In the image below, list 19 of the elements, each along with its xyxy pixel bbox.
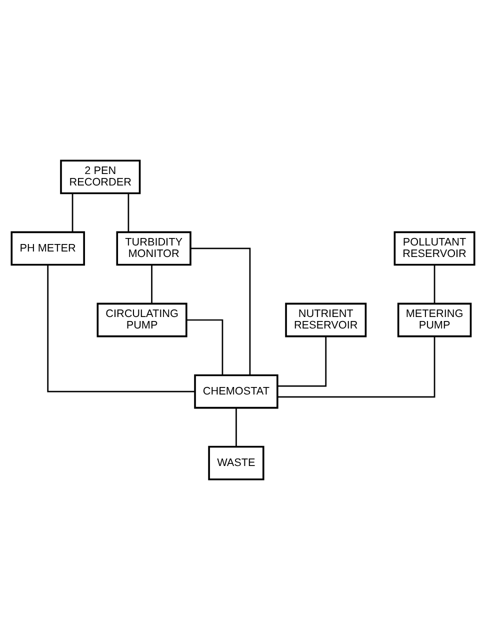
- connector: [128, 194, 130, 232]
- connector: [278, 336, 327, 387]
- connector: [47, 264, 195, 392]
- node-box: CHEMOSTAT: [194, 374, 278, 409]
- connector: [151, 265, 152, 304]
- node-box: METERING PUMP: [397, 302, 472, 338]
- connector: [190, 248, 251, 376]
- connector: [278, 336, 436, 398]
- node-box: TURBIDITY MONITOR: [116, 231, 192, 266]
- connector: [434, 265, 436, 304]
- node-box: PH METER: [10, 231, 85, 266]
- node-box: 2 PEN RECORDER: [60, 160, 141, 194]
- node-box: WASTE: [208, 446, 264, 480]
- node-box: NUTRIENT RESERVOIR: [285, 302, 367, 338]
- node-box: CIRCULATING PUMP: [96, 302, 188, 338]
- connector: [72, 194, 74, 232]
- connector: [186, 319, 224, 375]
- node-box: POLLUTANT RESERVOIR: [394, 231, 476, 266]
- connector: [236, 408, 237, 447]
